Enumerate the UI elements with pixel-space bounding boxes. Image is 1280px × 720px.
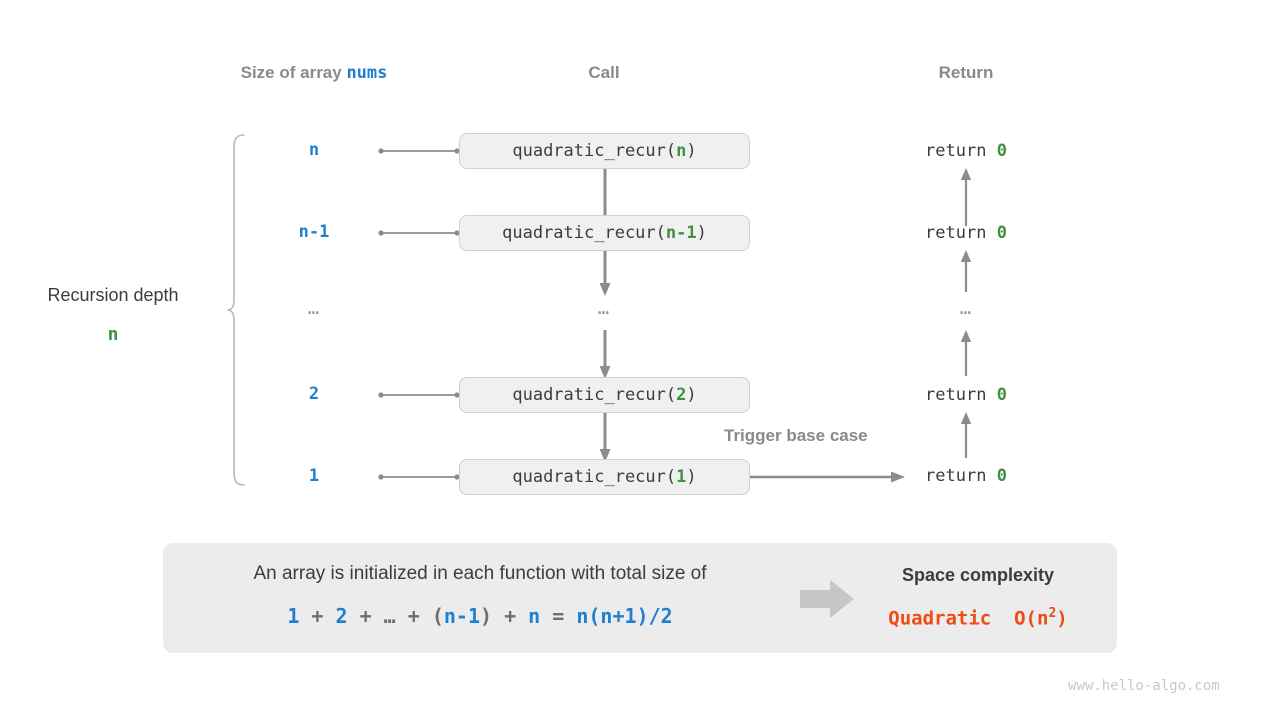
summary-panel xyxy=(163,543,1117,653)
summary-description: An array is initialized in each function… xyxy=(190,563,770,585)
watermark: www.hello-algo.com xyxy=(1068,678,1220,694)
return-keyword: return xyxy=(925,141,997,161)
header-call-label: Call xyxy=(588,63,620,82)
recursion-depth-n: n xyxy=(107,324,119,345)
summary-formula: 1 + 2 + … + (n-1) + n = n(n+1)/2 xyxy=(190,604,770,628)
call-paren-close: ) xyxy=(686,141,697,161)
header-return-label: Return xyxy=(938,63,994,82)
call-fn-name: quadratic_recur( xyxy=(512,467,677,487)
call-arg: 1 xyxy=(676,467,687,487)
return-value: 0 xyxy=(996,466,1007,486)
summary-description-text: An array is initialized in each function… xyxy=(253,563,707,584)
space-complexity-title-text: Space complexity xyxy=(901,565,1055,585)
formula-paren-close: ) xyxy=(480,604,493,628)
header-size-label: Size of array xyxy=(240,63,347,82)
return-value: 0 xyxy=(996,141,1007,161)
return-keyword: return xyxy=(925,466,997,486)
call-paren-close: ) xyxy=(696,223,707,243)
call-arrow-ellipsis-to-row4 xyxy=(599,330,611,379)
formula-term-2: 2 xyxy=(335,604,348,628)
header-size-of-array: Size of array nums xyxy=(194,63,434,83)
formula-equals: = xyxy=(540,604,577,628)
ellipsis-text: … xyxy=(307,297,321,319)
recursion-depth-label: Recursion depth xyxy=(10,285,216,306)
size-label-row-1: n xyxy=(264,140,364,160)
ellipsis-text: … xyxy=(597,297,611,319)
complexity-exponent: 2 xyxy=(1048,606,1057,621)
recursion-depth-text: Recursion depth xyxy=(47,285,179,305)
call-fn-name: quadratic_recur( xyxy=(502,223,666,243)
return-row-1: return 0 xyxy=(866,141,1066,161)
connector-line-row-2 xyxy=(378,230,460,236)
size-value: n xyxy=(308,140,320,160)
recursion-depth-value: n xyxy=(10,324,216,345)
call-paren-close: ) xyxy=(686,385,697,405)
base-case-return-arrow xyxy=(750,471,905,483)
return-value: 0 xyxy=(996,385,1007,405)
call-arg: 2 xyxy=(676,385,687,405)
formula-op-2: + xyxy=(347,604,384,628)
formula-result: n(n+1)/2 xyxy=(576,604,673,628)
formula-paren-open: ( xyxy=(431,604,444,628)
call-box-row-4[interactable]: quadratic_recur(2) xyxy=(459,377,750,413)
space-complexity-value: Quadratic O(n2) xyxy=(878,606,1078,629)
return-keyword: return xyxy=(925,385,997,405)
formula-term-5: n xyxy=(528,604,541,628)
complexity-kind: Quadratic xyxy=(888,607,992,630)
return-row-4: return 0 xyxy=(866,385,1066,405)
size-label-row-4: 2 xyxy=(264,384,364,404)
size-ellipsis-row-3: … xyxy=(264,297,364,319)
return-keyword: return xyxy=(925,223,997,243)
complexity-big-o: O(n xyxy=(1014,607,1049,630)
header-size-var: nums xyxy=(346,63,388,83)
call-fn-name: quadratic_recur( xyxy=(512,385,677,405)
complexity-big-o-close: ) xyxy=(1056,607,1068,630)
header-return: Return xyxy=(866,63,1066,83)
size-label-row-2: n-1 xyxy=(264,222,364,242)
return-row-5: return 0 xyxy=(866,466,1066,486)
size-value: n-1 xyxy=(298,222,330,242)
connector-line-row-1 xyxy=(378,148,460,154)
recursion-depth-brace xyxy=(226,134,245,486)
return-arrow-2-to-1 xyxy=(960,168,972,226)
call-arrow-row4-to-row5 xyxy=(599,413,611,462)
size-value: 2 xyxy=(308,384,320,404)
watermark-text: www.hello-algo.com xyxy=(1068,678,1220,694)
call-arg: n xyxy=(676,141,687,161)
formula-op-4: + xyxy=(492,604,529,628)
call-ellipsis-row-3: … xyxy=(504,297,704,319)
return-arrow-row5-to-row4 xyxy=(960,412,972,458)
call-fn-name: quadratic_recur( xyxy=(512,141,677,161)
trigger-base-case-text: Trigger base case xyxy=(724,426,868,445)
trigger-base-case-note: Trigger base case xyxy=(724,426,868,446)
return-arrow-row4-to-ellipsis xyxy=(960,330,972,376)
connector-line-row-5 xyxy=(378,474,460,480)
space-complexity-title: Space complexity xyxy=(878,565,1078,586)
header-call: Call xyxy=(504,63,704,83)
formula-op-3: + xyxy=(395,604,432,628)
return-ellipsis-row-3: … xyxy=(866,297,1066,319)
connector-line-row-4 xyxy=(378,392,460,398)
size-label-row-5: 1 xyxy=(264,466,364,486)
formula-ellipsis: … xyxy=(383,604,396,628)
return-row-2: return 0 xyxy=(866,223,1066,243)
call-box-row-1[interactable]: quadratic_recur(n) xyxy=(459,133,750,169)
return-arrow-ellipsis-to-2 xyxy=(960,250,972,292)
formula-term-4: n-1 xyxy=(443,604,480,628)
call-box-row-5[interactable]: quadratic_recur(1) xyxy=(459,459,750,495)
formula-term-1: 1 xyxy=(287,604,300,628)
call-box-row-2[interactable]: quadratic_recur(n-1) xyxy=(459,215,750,251)
size-value: 1 xyxy=(308,466,320,486)
call-arrow-2-to-ellipsis xyxy=(599,251,611,296)
ellipsis-text: … xyxy=(959,297,973,319)
formula-op-1: + xyxy=(299,604,336,628)
call-paren-close: ) xyxy=(686,467,697,487)
return-value: 0 xyxy=(996,223,1007,243)
call-arg: n-1 xyxy=(665,223,697,243)
summary-arrow-icon xyxy=(800,580,854,618)
